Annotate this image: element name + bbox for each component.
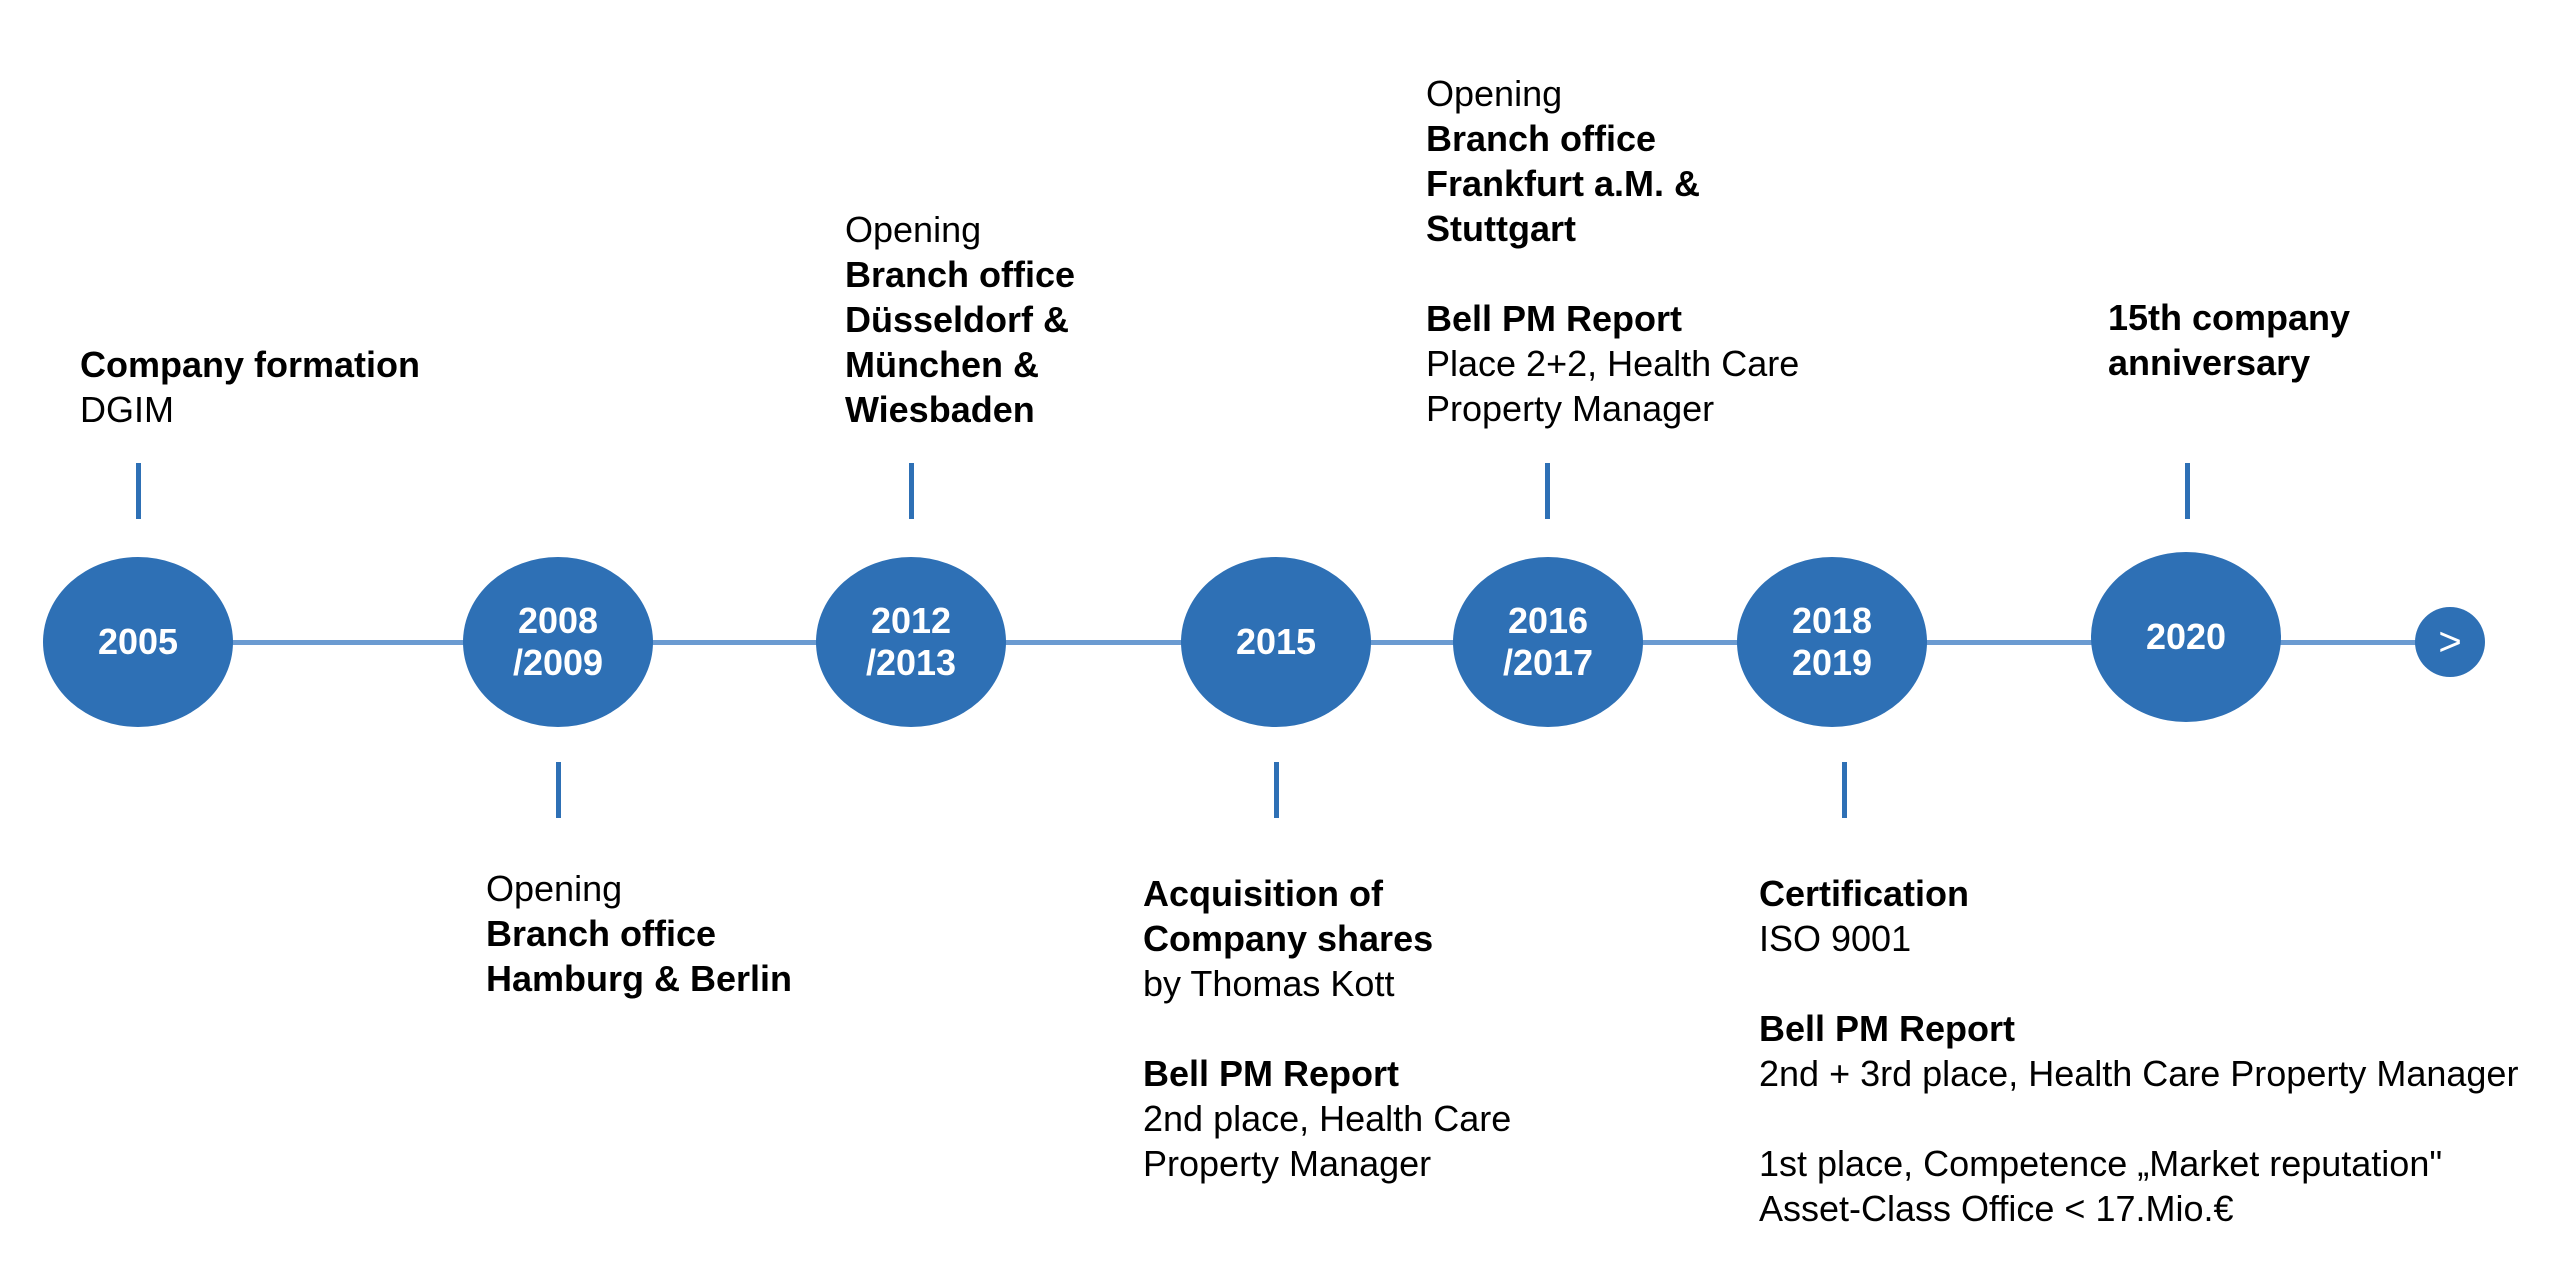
- event-title: Branch office: [1426, 118, 1657, 159]
- event-text: ISO 9001: [1759, 918, 1912, 959]
- event-2016: Opening Branch office Frankfurt a.M. & S…: [1426, 71, 1799, 431]
- year-node-2018-2019: 2018 2019: [1737, 557, 1927, 727]
- tick-2015: [1274, 762, 1279, 818]
- event-text: Place 2+2, Health Care: [1426, 343, 1800, 384]
- year-node-2012-2013: 2012 /2013: [816, 557, 1006, 727]
- event-title: anniversary: [2108, 342, 2311, 383]
- year-node-2016-2017: 2016 /2017: [1453, 557, 1643, 727]
- event-text: Opening: [1426, 73, 1563, 114]
- event-title: 15th company: [2108, 297, 2351, 338]
- tick-2005: [136, 463, 141, 519]
- year-node-2008-2009: 2008 /2009: [463, 557, 653, 727]
- event-2020: 15th company anniversary: [2108, 295, 2350, 385]
- event-title: Frankfurt a.M. &: [1426, 163, 1701, 204]
- event-text: 1st place, Competence „Market reputation…: [1759, 1143, 2443, 1184]
- event-title: Stuttgart: [1426, 208, 1576, 249]
- year-node-2015: 2015: [1181, 557, 1371, 727]
- event-2015: Acquisition of Company shares by Thomas …: [1143, 871, 1511, 1186]
- event-text: Property Manager: [1426, 388, 1715, 429]
- event-text: Property Manager: [1143, 1143, 1432, 1184]
- event-title: Düsseldorf &: [845, 299, 1070, 340]
- event-title: Branch office: [486, 913, 717, 954]
- event-title: Certification: [1759, 873, 1970, 914]
- tick-2020: [2185, 463, 2190, 519]
- event-title: Branch office: [845, 254, 1076, 295]
- report-title: Bell PM Report: [1426, 298, 1683, 339]
- event-title: Company shares: [1143, 918, 1434, 959]
- event-text: Asset-Class Office < 17.Mio.€: [1759, 1188, 2234, 1229]
- tick-2012: [909, 463, 914, 519]
- year-node-2005: 2005: [43, 557, 233, 727]
- event-text: 2nd place, Health Care: [1143, 1098, 1512, 1139]
- event-2005: Company formation DGIM: [80, 342, 420, 432]
- event-title: Hamburg & Berlin: [486, 958, 793, 999]
- event-text: Opening: [486, 868, 623, 909]
- report-title: Bell PM Report: [1759, 1008, 2016, 1049]
- tick-2016: [1545, 463, 1550, 519]
- event-2018: Certification ISO 9001 Bell PM Report 2n…: [1759, 871, 2518, 1231]
- next-arrow-icon[interactable]: >: [2415, 607, 2485, 677]
- event-text: 2nd + 3rd place, Health Care Property Ma…: [1759, 1053, 2519, 1094]
- event-2012: Opening Branch office Düsseldorf & Münch…: [845, 207, 1075, 432]
- tick-2008: [556, 762, 561, 818]
- year-node-2020: 2020: [2091, 552, 2281, 722]
- event-text: by Thomas Kott: [1143, 963, 1395, 1004]
- event-2008: Opening Branch office Hamburg & Berlin: [486, 866, 792, 1001]
- event-title: Company formation: [80, 344, 421, 385]
- report-title: Bell PM Report: [1143, 1053, 1400, 1094]
- event-title: Acquisition of: [1143, 873, 1383, 914]
- event-text: Opening: [845, 209, 982, 250]
- event-text: DGIM: [80, 389, 174, 430]
- event-title: München &: [845, 344, 1039, 385]
- event-title: Wiesbaden: [845, 389, 1035, 430]
- tick-2018: [1842, 762, 1847, 818]
